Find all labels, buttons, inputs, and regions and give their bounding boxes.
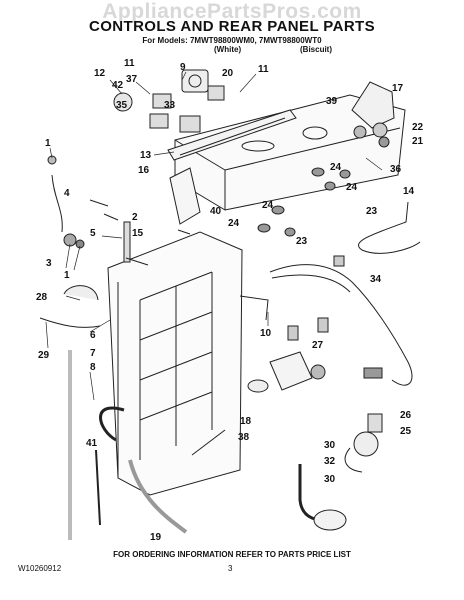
selector-knob-part — [113, 92, 133, 112]
callout-1b: 1 — [64, 270, 70, 281]
callout-30b: 30 — [324, 474, 336, 485]
callout-7: 7 — [90, 348, 96, 359]
callout-15: 15 — [132, 228, 144, 239]
callout-37: 37 — [126, 74, 138, 85]
switch-part-20 — [207, 85, 225, 101]
variant-white: (White) — [214, 45, 242, 54]
button-part-24a — [311, 167, 325, 177]
callout-41: 41 — [86, 438, 98, 449]
callout-35: 35 — [116, 100, 128, 111]
knob-part-22 — [372, 122, 388, 138]
callout-32: 32 — [324, 456, 336, 467]
callout-3: 3 — [46, 258, 52, 269]
ordering-note: FOR ORDERING INFORMATION REFER TO PARTS … — [113, 550, 351, 559]
callout-27: 27 — [312, 340, 324, 351]
switch-part-35 — [149, 113, 169, 129]
callout-1a: 1 — [45, 138, 51, 149]
capacitor-part — [367, 413, 383, 433]
console-end-trim — [169, 167, 201, 225]
switch-part-37 — [152, 93, 172, 109]
ground-wire-part — [39, 317, 101, 328]
end-cap-part — [351, 81, 395, 129]
drain-hose-part-8 — [99, 406, 125, 442]
callout-38: 38 — [238, 432, 250, 443]
callout-36: 36 — [390, 164, 402, 175]
callout-23a: 23 — [366, 206, 378, 217]
variant-biscuit: (Biscuit) — [300, 45, 332, 54]
callout-labels: 1 1 2 3 4 5 6 7 8 9 10 11 11 12 13 14 15… — [36, 58, 424, 543]
callout-11b: 11 — [258, 64, 269, 75]
callout-2: 2 — [132, 212, 138, 223]
pump-part — [353, 431, 379, 457]
callout-24d: 24 — [228, 218, 240, 229]
knob-part-21 — [378, 136, 390, 148]
callout-28: 28 — [36, 292, 48, 303]
callout-24b: 24 — [346, 182, 358, 193]
callout-6: 6 — [90, 330, 96, 341]
plug-part-27 — [310, 364, 326, 380]
callout-24a: 24 — [330, 162, 342, 173]
callout-25: 25 — [400, 426, 412, 437]
timer-part — [181, 69, 209, 93]
rear-panel — [107, 231, 243, 496]
callout-4: 4 — [64, 188, 70, 199]
callout-14: 14 — [403, 186, 415, 197]
callout-18: 18 — [240, 416, 252, 427]
wire-harness-part — [269, 255, 413, 386]
inlet-hose-part — [51, 174, 63, 233]
callout-21: 21 — [412, 136, 424, 147]
callout-20: 20 — [222, 68, 234, 79]
model-numbers: For Models: 7MWT98800WM0, 7MWT98800WT0 — [142, 36, 322, 45]
callout-19: 19 — [150, 532, 162, 543]
callout-12: 12 — [94, 68, 106, 79]
callout-13: 13 — [140, 150, 152, 161]
callout-40: 40 — [210, 206, 222, 217]
callout-23b: 23 — [296, 236, 308, 247]
callout-24c: 24 — [262, 200, 274, 211]
page-number: 3 — [228, 564, 233, 573]
callout-39: 39 — [326, 96, 338, 107]
callout-10: 10 — [260, 328, 272, 339]
callout-8: 8 — [90, 362, 96, 373]
power-cord-part — [358, 201, 421, 254]
callout-11a: 11 — [124, 58, 135, 69]
page-title: CONTROLS AND REAR PANEL PARTS — [88, 18, 376, 35]
switch-part-33 — [179, 115, 201, 133]
drain-hose-part — [128, 459, 188, 534]
watermark: AppliancePartsPros.com — [102, 0, 362, 23]
button-part-24c — [271, 205, 285, 215]
callout-16: 16 — [138, 165, 150, 176]
button-part-24d — [257, 223, 271, 233]
callout-34: 34 — [370, 274, 382, 285]
callout-26: 26 — [400, 410, 412, 421]
callout-33: 33 — [164, 100, 176, 111]
bracket-part-2 — [123, 221, 131, 263]
callout-9: 9 — [180, 62, 186, 73]
console-bracket — [167, 109, 297, 161]
callout-42: 42 — [112, 80, 124, 91]
callout-30a: 30 — [324, 440, 336, 451]
callout-17: 17 — [392, 83, 404, 94]
callout-22: 22 — [412, 122, 424, 133]
callout-29: 29 — [38, 350, 50, 361]
document-number: W10260912 — [18, 564, 62, 573]
bracket-part-18 — [247, 379, 269, 393]
bracket-part-10 — [239, 295, 269, 321]
callout-5: 5 — [90, 228, 96, 239]
hose-cover-part — [63, 285, 99, 301]
